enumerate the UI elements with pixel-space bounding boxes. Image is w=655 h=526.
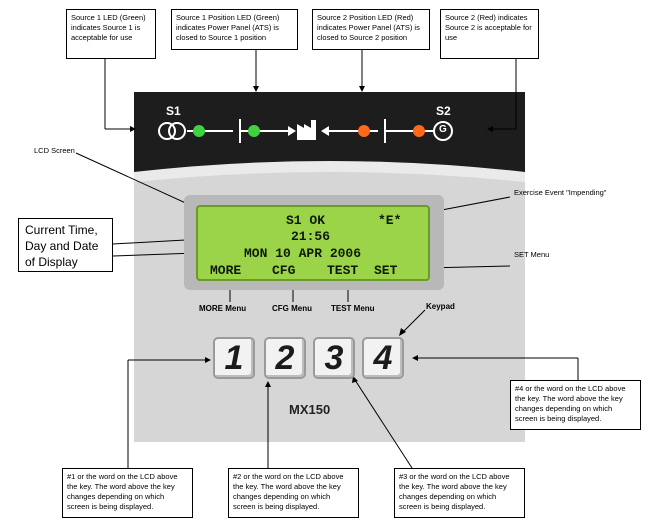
source1-position-led <box>248 125 260 137</box>
label-keypad: Keypad <box>426 302 455 311</box>
lcd-date: MON 10 APR 2006 <box>244 246 362 261</box>
source2-position-led <box>358 125 370 137</box>
arrow-left-icon <box>321 126 329 136</box>
callout-key4: #4 or the word on the LCD above the key.… <box>510 380 641 430</box>
key-1-label: 1 <box>224 339 244 377</box>
lcd-menu-more: MORE <box>210 263 242 278</box>
callout-key3: #3 or the word on the LCD above the key.… <box>394 468 525 518</box>
callout-source2-led: Source 2 (Red) indicates Source 2 is acc… <box>440 9 539 59</box>
callout-current-time: Current Time, Day and Date of Display <box>18 218 113 272</box>
key-4-button[interactable]: 4 <box>362 337 404 379</box>
lcd-exercise-indicator: *E* <box>378 213 402 228</box>
callout-source1-position: Source 1 Position LED (Green) indicates … <box>171 9 298 50</box>
callout-key1: #1 or the word on the LCD above the key.… <box>62 468 193 518</box>
load-factory-icon <box>297 120 316 140</box>
generator-symbol: G <box>439 124 447 135</box>
generator-icon <box>433 121 453 141</box>
lcd-status: S1 OK <box>286 213 326 228</box>
key-3-button[interactable]: 3 <box>313 337 355 379</box>
label-test-menu: TEST Menu <box>331 304 375 313</box>
label-set-menu: SET Menu <box>514 250 550 259</box>
callout-source2-position: Source 2 Position LED (Red) indicates Po… <box>312 9 430 50</box>
callout-key2: #2 or the word on the LCD above the key.… <box>228 468 359 518</box>
label-cfg-menu: CFG Menu <box>272 304 312 313</box>
source1-led <box>193 125 205 137</box>
s1-transformer-icon <box>158 122 176 140</box>
source2-led <box>413 125 425 137</box>
key-3-label: 3 <box>324 339 344 377</box>
lcd-time: 21:56 <box>291 229 331 244</box>
label-more-menu: MORE Menu <box>199 304 247 313</box>
s2-label: S2 <box>436 104 451 118</box>
lcd-menu-cfg: CFG <box>272 263 296 278</box>
s1-label: S1 <box>166 104 181 118</box>
panel-curve <box>134 161 525 182</box>
label-lcd-screen: LCD Screen <box>34 146 75 155</box>
key-1-button[interactable]: 1 <box>213 337 255 379</box>
label-exercise-event: Exercise Event "Impending" <box>514 188 607 197</box>
lcd-menu-set: SET <box>374 263 398 278</box>
model-label: MX150 <box>289 402 331 417</box>
arrow-right-icon <box>288 126 296 136</box>
callout-source1-led: Source 1 LED (Green) indicates Source 1 … <box>66 9 156 59</box>
key-2-button[interactable]: 2 <box>264 337 306 379</box>
key-2-label: 2 <box>275 339 295 377</box>
key-4-label: 4 <box>373 339 393 377</box>
lcd-menu-test: TEST <box>327 263 359 278</box>
lcd-screen: S1 OK *E* 21:56 MON 10 APR 2006 MORE CFG… <box>196 205 430 281</box>
